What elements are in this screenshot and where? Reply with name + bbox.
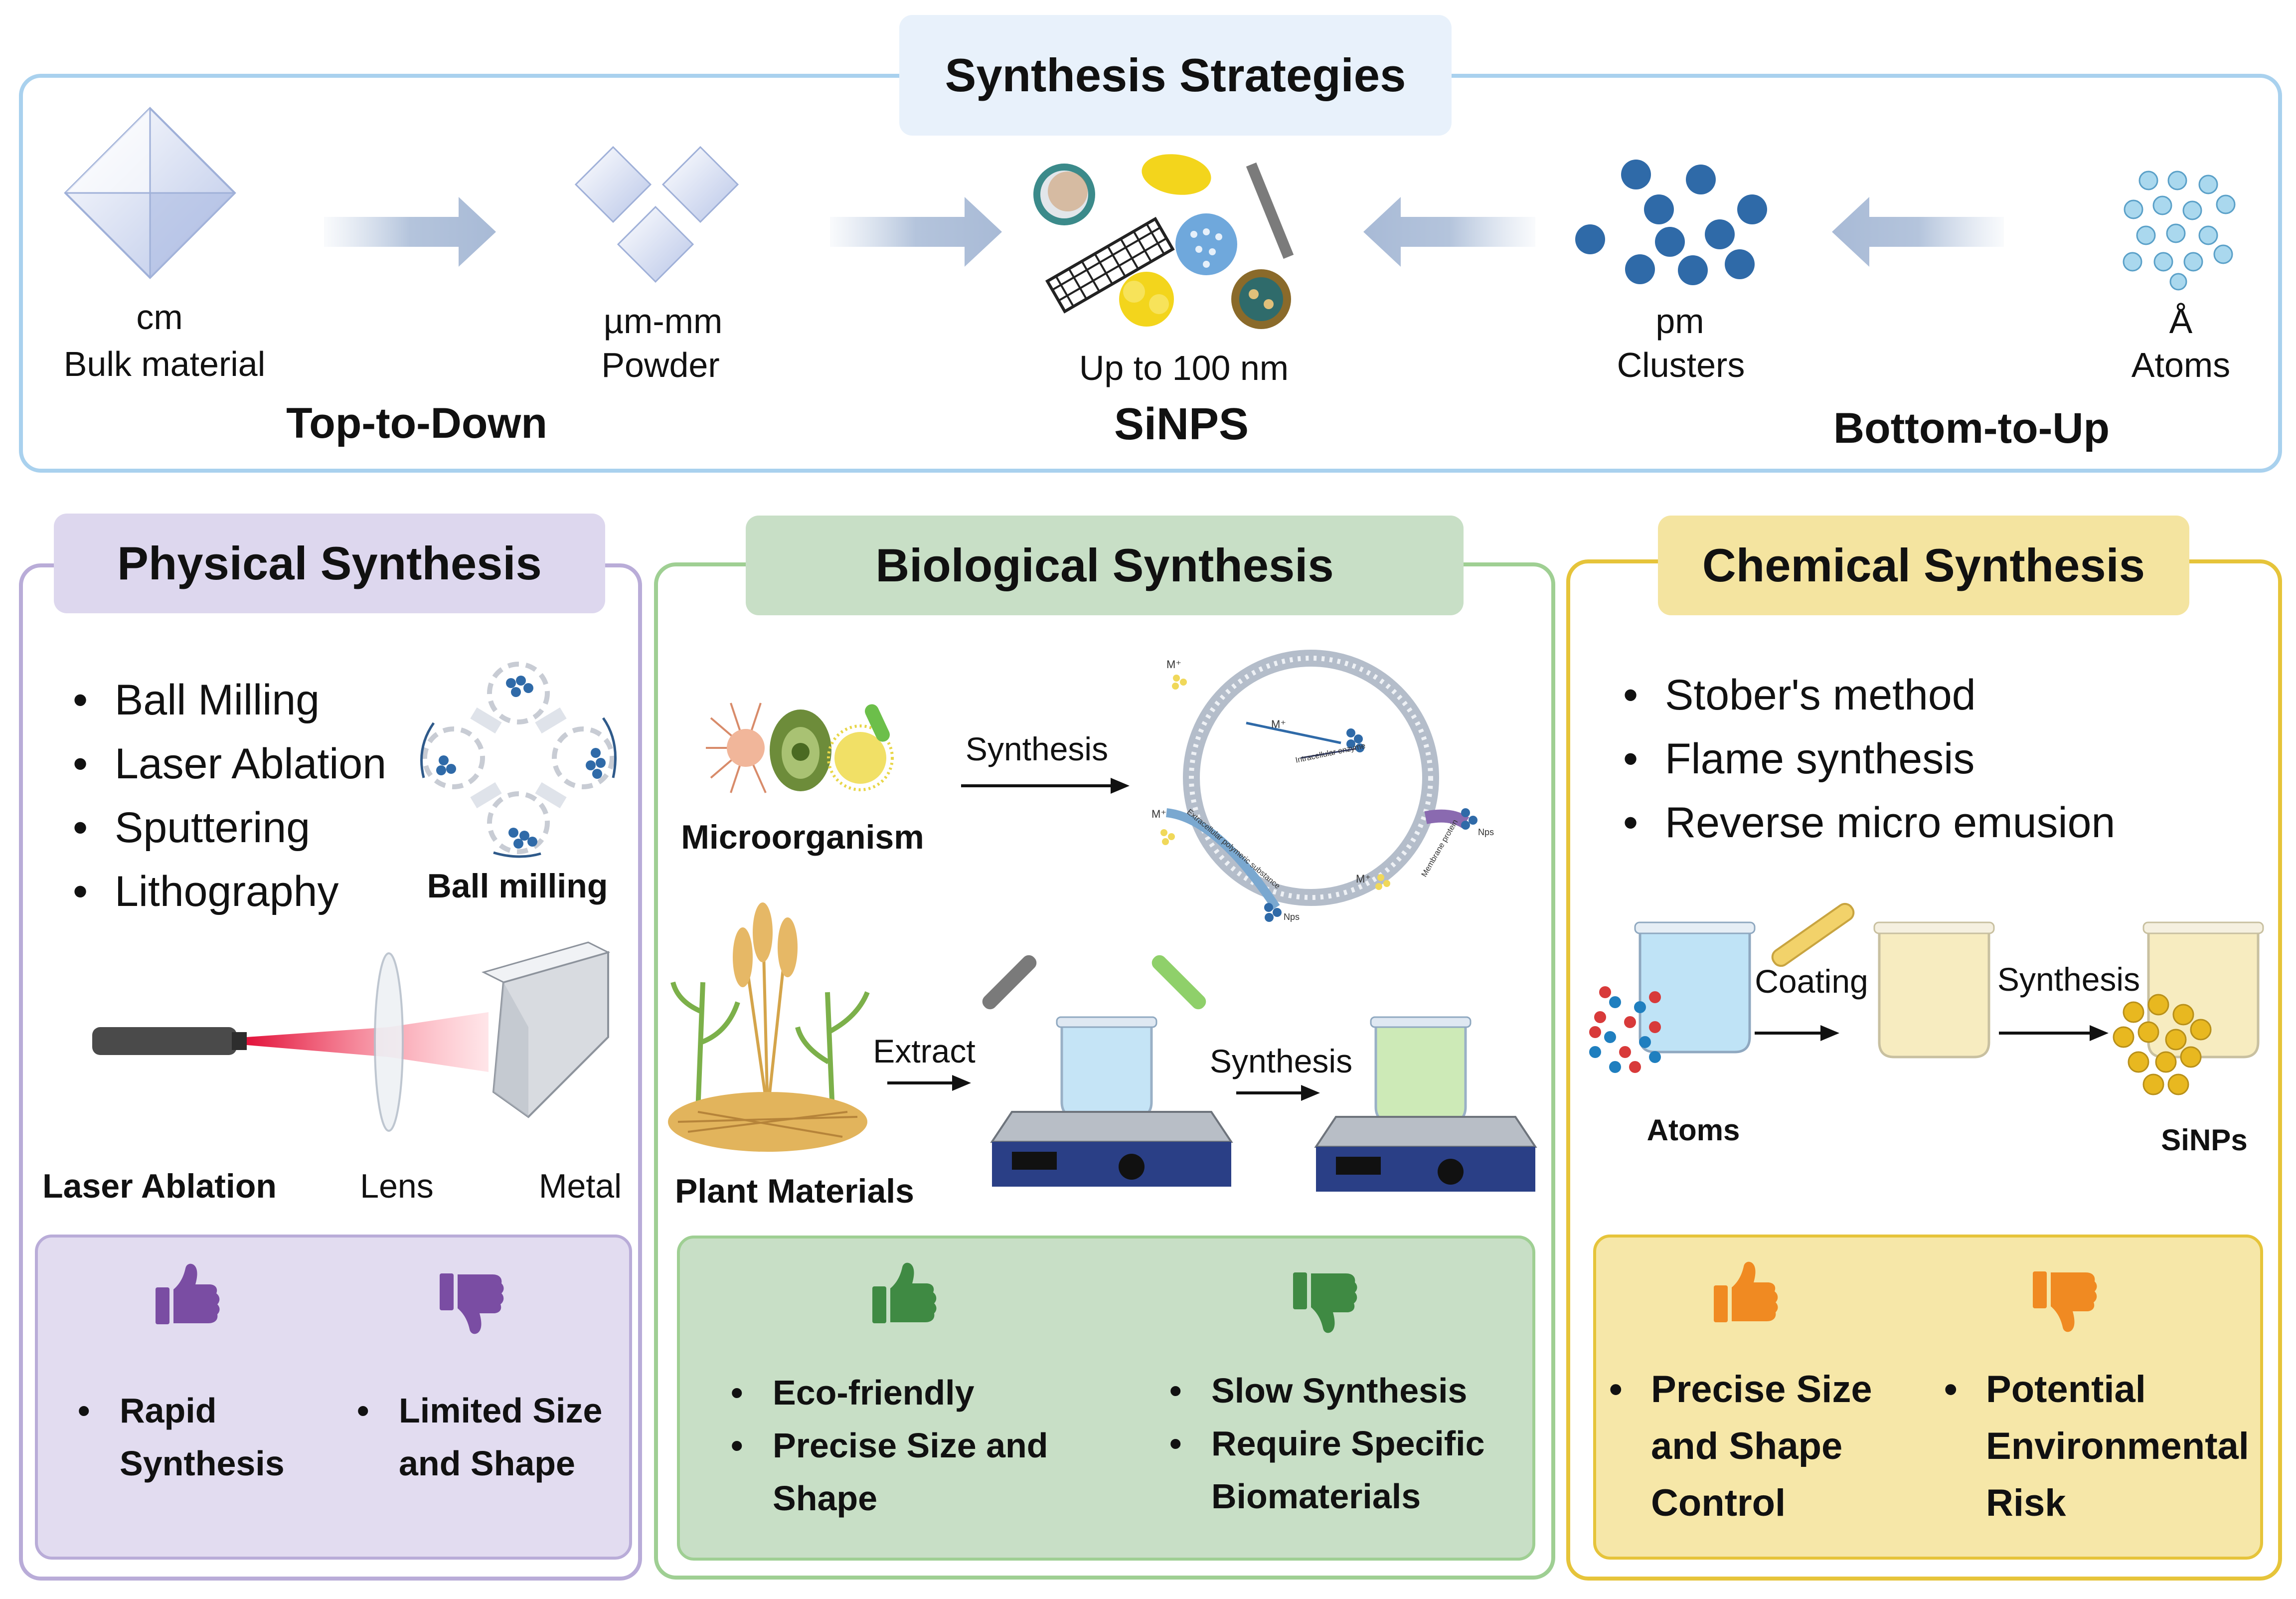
thumbs-up-icon — [155, 1261, 224, 1326]
chemical-title-text: Chemical Synthesis — [1702, 539, 2145, 591]
atoms-unit: Å — [2169, 302, 2193, 341]
m-plus-label-4: M⁺ — [1356, 873, 1371, 885]
con-item: Slow Synthesis — [1166, 1364, 1525, 1417]
physical-cons-list: Limited Size and Shape — [354, 1384, 613, 1490]
pro-item: Precise Size and Shape — [728, 1419, 1087, 1525]
chem-atoms-label: Atoms — [1646, 1113, 1740, 1147]
chemical-method-item: Stober's method — [1620, 663, 2115, 727]
coating-label: Coating — [1755, 963, 1868, 1000]
physical-method-item: Laser Ablation — [70, 732, 386, 796]
pro-item: Eco-friendly — [728, 1366, 1087, 1419]
ball-mill-icon — [420, 662, 617, 858]
physical-method-item: Ball Milling — [70, 668, 386, 732]
pro-item: Precise Size and Shape Control — [1606, 1361, 1885, 1532]
strategies-title: Synthesis Strategies — [899, 15, 1452, 136]
bio-synthesis-label: Synthesis — [965, 730, 1109, 767]
clusters-icon — [1575, 160, 1767, 285]
pro-item: Rapid Synthesis — [75, 1384, 314, 1490]
clusters-unit: pm — [1655, 302, 1704, 341]
microorganism-label: Microorganism — [681, 818, 924, 856]
sinps-size: Up to 100 nm — [1079, 349, 1289, 387]
lens-label: Lens — [360, 1167, 434, 1205]
bulk-name: Bulk material — [63, 345, 266, 383]
hotplate-extract-icon — [982, 955, 1233, 1187]
biological-pros-list: Eco-friendly Precise Size and Shape — [728, 1366, 1087, 1525]
thumbs-up-icon — [871, 1260, 941, 1325]
bulk-crystal-icon — [64, 107, 236, 279]
cell-synthesis-diagram: M⁺ M⁺ M⁺ M⁺ Nps Nps Intracellular enzyme… — [1151, 650, 1494, 922]
thumbs-down-icon — [2032, 1269, 2102, 1334]
atoms-icon — [2123, 171, 2236, 291]
physical-method-item: Sputtering — [70, 796, 386, 860]
chemical-cons-list: Potential Environmental Risk — [1941, 1361, 2250, 1532]
physical-title: Physical Synthesis — [54, 514, 605, 613]
plant-materials-label: Plant Materials — [675, 1172, 914, 1210]
biological-title-text: Biological Synthesis — [875, 539, 1334, 591]
chemical-method-item: Flame synthesis — [1620, 727, 2115, 791]
thumbs-up-icon — [1713, 1259, 1783, 1324]
con-item: Potential Environmental Risk — [1941, 1361, 2250, 1532]
atoms-name: Atoms — [2131, 346, 2231, 384]
arrow-right-icon — [830, 197, 1002, 267]
physical-title-text: Physical Synthesis — [117, 537, 542, 589]
plant-materials-icon — [668, 902, 870, 1152]
m-plus-label: M⁺ — [1166, 658, 1181, 671]
bio-synthesis-label-2: Synthesis — [1209, 1043, 1353, 1079]
m-plus-label-2: M⁺ — [1271, 718, 1286, 730]
hotplate-synthesis-icon — [1314, 1016, 1537, 1192]
arrow-left-icon — [1832, 197, 2004, 267]
con-item: Require Specific Biomaterials — [1166, 1417, 1525, 1523]
top-down-label: Top-to-Down — [286, 399, 547, 447]
microorganisms-icon — [706, 703, 894, 793]
chemical-pros-list: Precise Size and Shape Control — [1606, 1361, 1885, 1532]
biological-cons-list: Slow Synthesis Require Specific Biomater… — [1166, 1364, 1525, 1523]
arrow-right-icon — [1236, 1085, 1320, 1101]
bulk-unit: cm — [136, 298, 183, 337]
thumbs-down-icon — [1292, 1270, 1362, 1335]
arrow-right-icon — [887, 1075, 971, 1091]
ball-milling-label: Ball milling — [427, 867, 608, 905]
physical-method-item: Lithography — [70, 860, 386, 923]
laser-ablation-icon — [92, 941, 611, 1132]
strategies-title-text: Synthesis Strategies — [945, 49, 1406, 101]
thumbs-down-icon — [439, 1271, 508, 1336]
chemical-title: Chemical Synthesis — [1658, 516, 2189, 615]
physical-methods-list: Ball Milling Laser Ablation Sputtering L… — [70, 668, 386, 923]
chemical-method-item: Reverse micro emusion — [1620, 791, 2115, 855]
powder-unit: µm-mm — [603, 302, 723, 341]
arrow-left-icon — [1363, 197, 1535, 267]
nps-label: Nps — [1284, 912, 1300, 922]
m-plus-label-3: M⁺ — [1151, 808, 1166, 820]
laser-ablation-label: Laser Ablation — [42, 1167, 277, 1205]
chemical-process-diagram — [1589, 902, 2264, 1095]
clusters-name: Clusters — [1617, 346, 1745, 384]
chemical-methods-list: Stober's method Flame synthesis Reverse … — [1620, 663, 2115, 855]
powder-crystals-icon — [574, 146, 739, 283]
extract-label: Extract — [873, 1033, 976, 1069]
nps-label-2: Nps — [1478, 827, 1494, 837]
chem-synthesis-label: Synthesis — [1997, 961, 2140, 998]
powder-name: Powder — [601, 346, 720, 384]
nanoparticles-icon — [1033, 154, 1294, 329]
con-item: Limited Size and Shape — [354, 1384, 613, 1490]
chem-sinps-label: SiNPs — [2161, 1123, 2248, 1157]
physical-pros-list: Rapid Synthesis — [75, 1384, 314, 1490]
arrow-right-icon — [961, 778, 1130, 794]
biological-title: Biological Synthesis — [746, 516, 1464, 615]
arrow-right-icon — [324, 197, 496, 267]
metal-label: Metal — [538, 1167, 622, 1205]
sinps-name: SiNPS — [1114, 399, 1249, 449]
bottom-up-label: Bottom-to-Up — [1833, 404, 2110, 452]
